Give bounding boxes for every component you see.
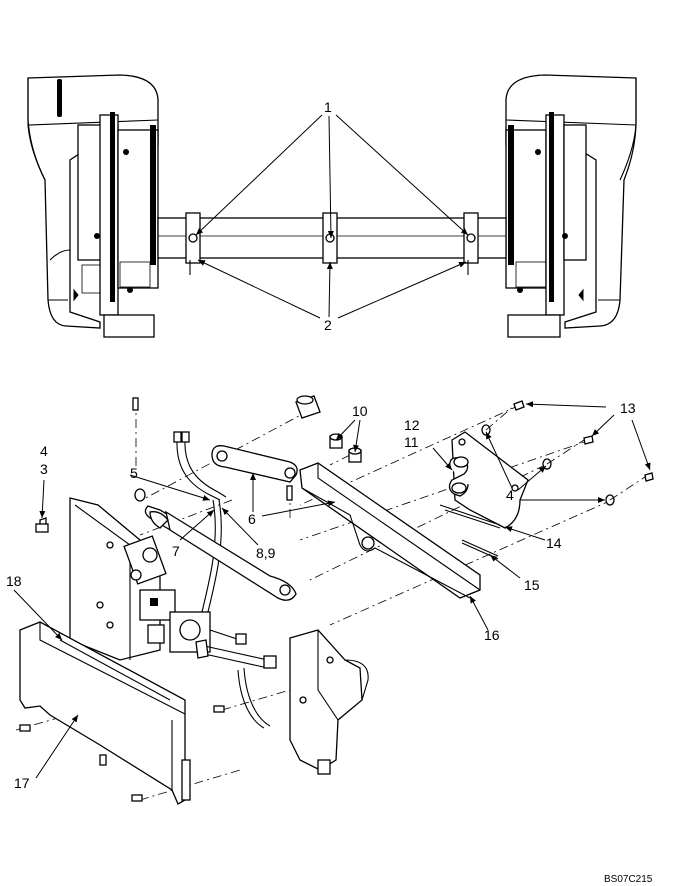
clamp-bracket	[448, 456, 469, 497]
top-view-axle-assembly	[27, 74, 637, 338]
callout-18: 18	[6, 573, 22, 589]
cover-plate	[439, 431, 529, 529]
link-arm	[211, 445, 298, 483]
callout-14: 14	[546, 535, 562, 551]
leader-lines-top	[195, 114, 469, 319]
callout-8-9: 8,9	[256, 545, 276, 561]
callout-13: 13	[620, 400, 636, 416]
hydraulic-cylinder	[134, 488, 297, 601]
bushing-top	[295, 395, 321, 419]
callout-10: 10	[352, 403, 368, 419]
callout-6: 6	[248, 511, 256, 527]
clamp-left	[185, 212, 201, 275]
bolts	[19, 517, 225, 802]
valve-block	[123, 535, 211, 653]
callout-3: 3	[40, 461, 48, 477]
callout-12: 12	[404, 417, 420, 433]
callout-labels: 1 2 4 3 5 6 7 8,9 10 12 11 13 4 14 15 16…	[6, 99, 653, 885]
callout-5: 5	[130, 465, 138, 481]
clamp-right	[463, 212, 479, 275]
callout-16: 16	[484, 627, 500, 643]
callout-7: 7	[172, 543, 180, 559]
pin	[132, 397, 139, 411]
exploded-mount-assembly	[13, 395, 654, 805]
callout-4-right: 4	[506, 487, 514, 503]
left-hub-plate	[77, 112, 159, 338]
rod	[461, 539, 499, 560]
callout-17: 17	[14, 775, 30, 791]
callout-2: 2	[324, 317, 332, 333]
right-bracket	[289, 629, 369, 775]
callout-1: 1	[324, 99, 332, 115]
callout-4-left: 4	[40, 443, 48, 459]
axle-tube	[157, 212, 507, 275]
base-plate	[19, 621, 191, 805]
callout-11: 11	[404, 434, 419, 450]
callout-15: 15	[524, 577, 540, 593]
bushings	[329, 433, 362, 463]
leader-lines-bottom	[13, 401, 651, 779]
right-hub-plate	[505, 112, 587, 338]
channel-rail	[299, 462, 481, 599]
hydraulic-hose	[195, 629, 277, 729]
small-pin	[286, 485, 293, 501]
clamp-center	[322, 212, 338, 264]
figure-code: BS07C215	[604, 874, 653, 885]
